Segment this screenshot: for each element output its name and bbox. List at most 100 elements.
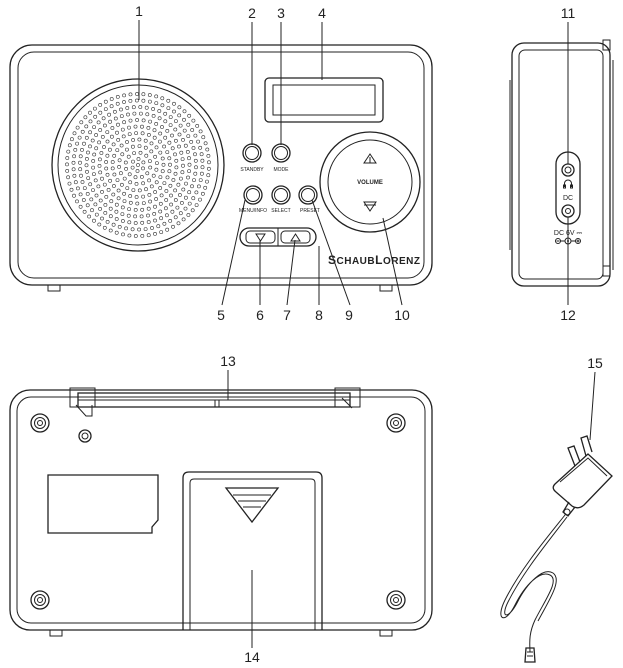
- speaker-hole: [154, 180, 159, 185]
- speaker-hole: [114, 230, 119, 235]
- speaker-hole: [169, 193, 173, 198]
- speaker-hole: [97, 163, 102, 168]
- speaker-hole: [88, 130, 93, 135]
- preset-button[interactable]: PRESET: [298, 185, 320, 214]
- headphone-jack[interactable]: [561, 163, 575, 177]
- speaker-hole: [141, 181, 146, 186]
- speaker-hole: [120, 182, 124, 187]
- speaker-grille: [51, 78, 225, 252]
- speaker-hole: [121, 232, 125, 237]
- tune-up-button[interactable]: [280, 230, 311, 244]
- speaker-hole: [65, 156, 70, 160]
- speaker-hole: [105, 219, 110, 224]
- speaker-hole: [125, 147, 129, 152]
- speaker-hole: [152, 211, 157, 216]
- speaker-hole: [164, 189, 169, 193]
- speaker-hole: [149, 149, 154, 154]
- speaker-hole: [126, 154, 131, 159]
- adapter-cable: [500, 514, 568, 653]
- speaker-hole: [141, 98, 146, 103]
- speaker-hole: [194, 203, 199, 208]
- speaker-hole: [177, 193, 182, 197]
- speaker-hole: [110, 134, 114, 139]
- speaker-hole: [78, 167, 83, 172]
- speaker-hole: [138, 150, 143, 155]
- speaker-hole: [160, 169, 165, 174]
- speaker-hole: [116, 122, 120, 127]
- speaker-hole: [104, 160, 109, 164]
- speaker-hole: [206, 173, 211, 178]
- speaker-hole: [127, 233, 132, 238]
- speaker-hole: [147, 99, 152, 104]
- speaker-hole: [132, 111, 137, 116]
- speaker-hole: [89, 197, 94, 202]
- speaker-hole: [198, 145, 203, 150]
- speaker-hole: [159, 216, 164, 221]
- speaker-hole: [85, 191, 90, 196]
- standby-button[interactable]: STANDBY: [240, 143, 264, 173]
- adapter-prong-2: [580, 435, 593, 457]
- speaker-hole: [191, 196, 196, 201]
- speaker-hole: [115, 95, 120, 99]
- speaker-hole: [127, 172, 132, 177]
- speaker-hole: [170, 133, 174, 138]
- speaker-hole: [67, 181, 72, 186]
- speaker-hole: [107, 112, 112, 117]
- speaker-hole: [103, 202, 108, 207]
- speaker-hole: [191, 146, 196, 150]
- volume-knob[interactable]: VOLUME: [319, 131, 421, 233]
- speaker-hole: [153, 154, 158, 159]
- speaker-hole: [124, 166, 129, 171]
- speaker-hole: [122, 120, 127, 125]
- speaker-hole: [91, 159, 96, 163]
- speaker-hole: [109, 97, 114, 101]
- battery-cover-latch-icon[interactable]: [224, 487, 280, 524]
- speaker-hole: [145, 112, 150, 117]
- speaker-hole: [173, 171, 178, 176]
- select-button[interactable]: SELECT: [271, 185, 291, 214]
- speaker-hole: [135, 169, 140, 173]
- mode-button[interactable]: MODE: [271, 143, 291, 173]
- speaker-hole: [154, 197, 159, 201]
- speaker-hole: [140, 207, 145, 212]
- screw-top-left: [30, 413, 50, 433]
- speaker-hole: [119, 143, 124, 148]
- speaker-hole: [111, 222, 116, 227]
- speaker-hole: [115, 148, 120, 153]
- speaker-hole: [92, 152, 97, 157]
- speaker-hole: [98, 198, 103, 203]
- speaker-hole: [85, 203, 90, 208]
- speaker-hole: [125, 140, 129, 144]
- side-foot-bottom: [602, 265, 611, 277]
- speaker-hole: [102, 225, 107, 230]
- speaker-hole: [177, 113, 182, 118]
- speaker-hole: [103, 210, 108, 215]
- speaker-hole: [126, 112, 130, 117]
- menu-info-button[interactable]: MENU/INFO: [239, 185, 267, 214]
- speaker-hole: [158, 209, 163, 214]
- speaker-hole: [93, 202, 98, 207]
- speaker-hole: [185, 149, 190, 154]
- speaker-hole: [125, 106, 130, 110]
- dc-jack[interactable]: [561, 204, 575, 218]
- speaker-hole: [146, 220, 151, 224]
- speaker-hole: [147, 159, 152, 164]
- speaker-hole: [119, 171, 123, 176]
- speaker-hole: [87, 214, 92, 219]
- speaker-hole: [198, 178, 203, 183]
- speaker-hole: [145, 171, 150, 176]
- speaker-hole: [137, 144, 142, 149]
- speaker-hole: [110, 126, 115, 130]
- speaker-hole: [200, 191, 205, 196]
- speaker-hole: [176, 182, 181, 187]
- speaker-hole: [112, 153, 117, 158]
- speaker-hole: [181, 187, 186, 192]
- speaker-hole: [97, 222, 102, 227]
- speaker-hole: [80, 147, 84, 152]
- speaker-hole: [181, 163, 185, 168]
- speaker-hole: [179, 200, 184, 205]
- speaker-hole: [109, 104, 114, 109]
- speaker-hole: [190, 208, 195, 213]
- speaker-hole: [169, 202, 174, 207]
- speaker-hole: [163, 206, 168, 211]
